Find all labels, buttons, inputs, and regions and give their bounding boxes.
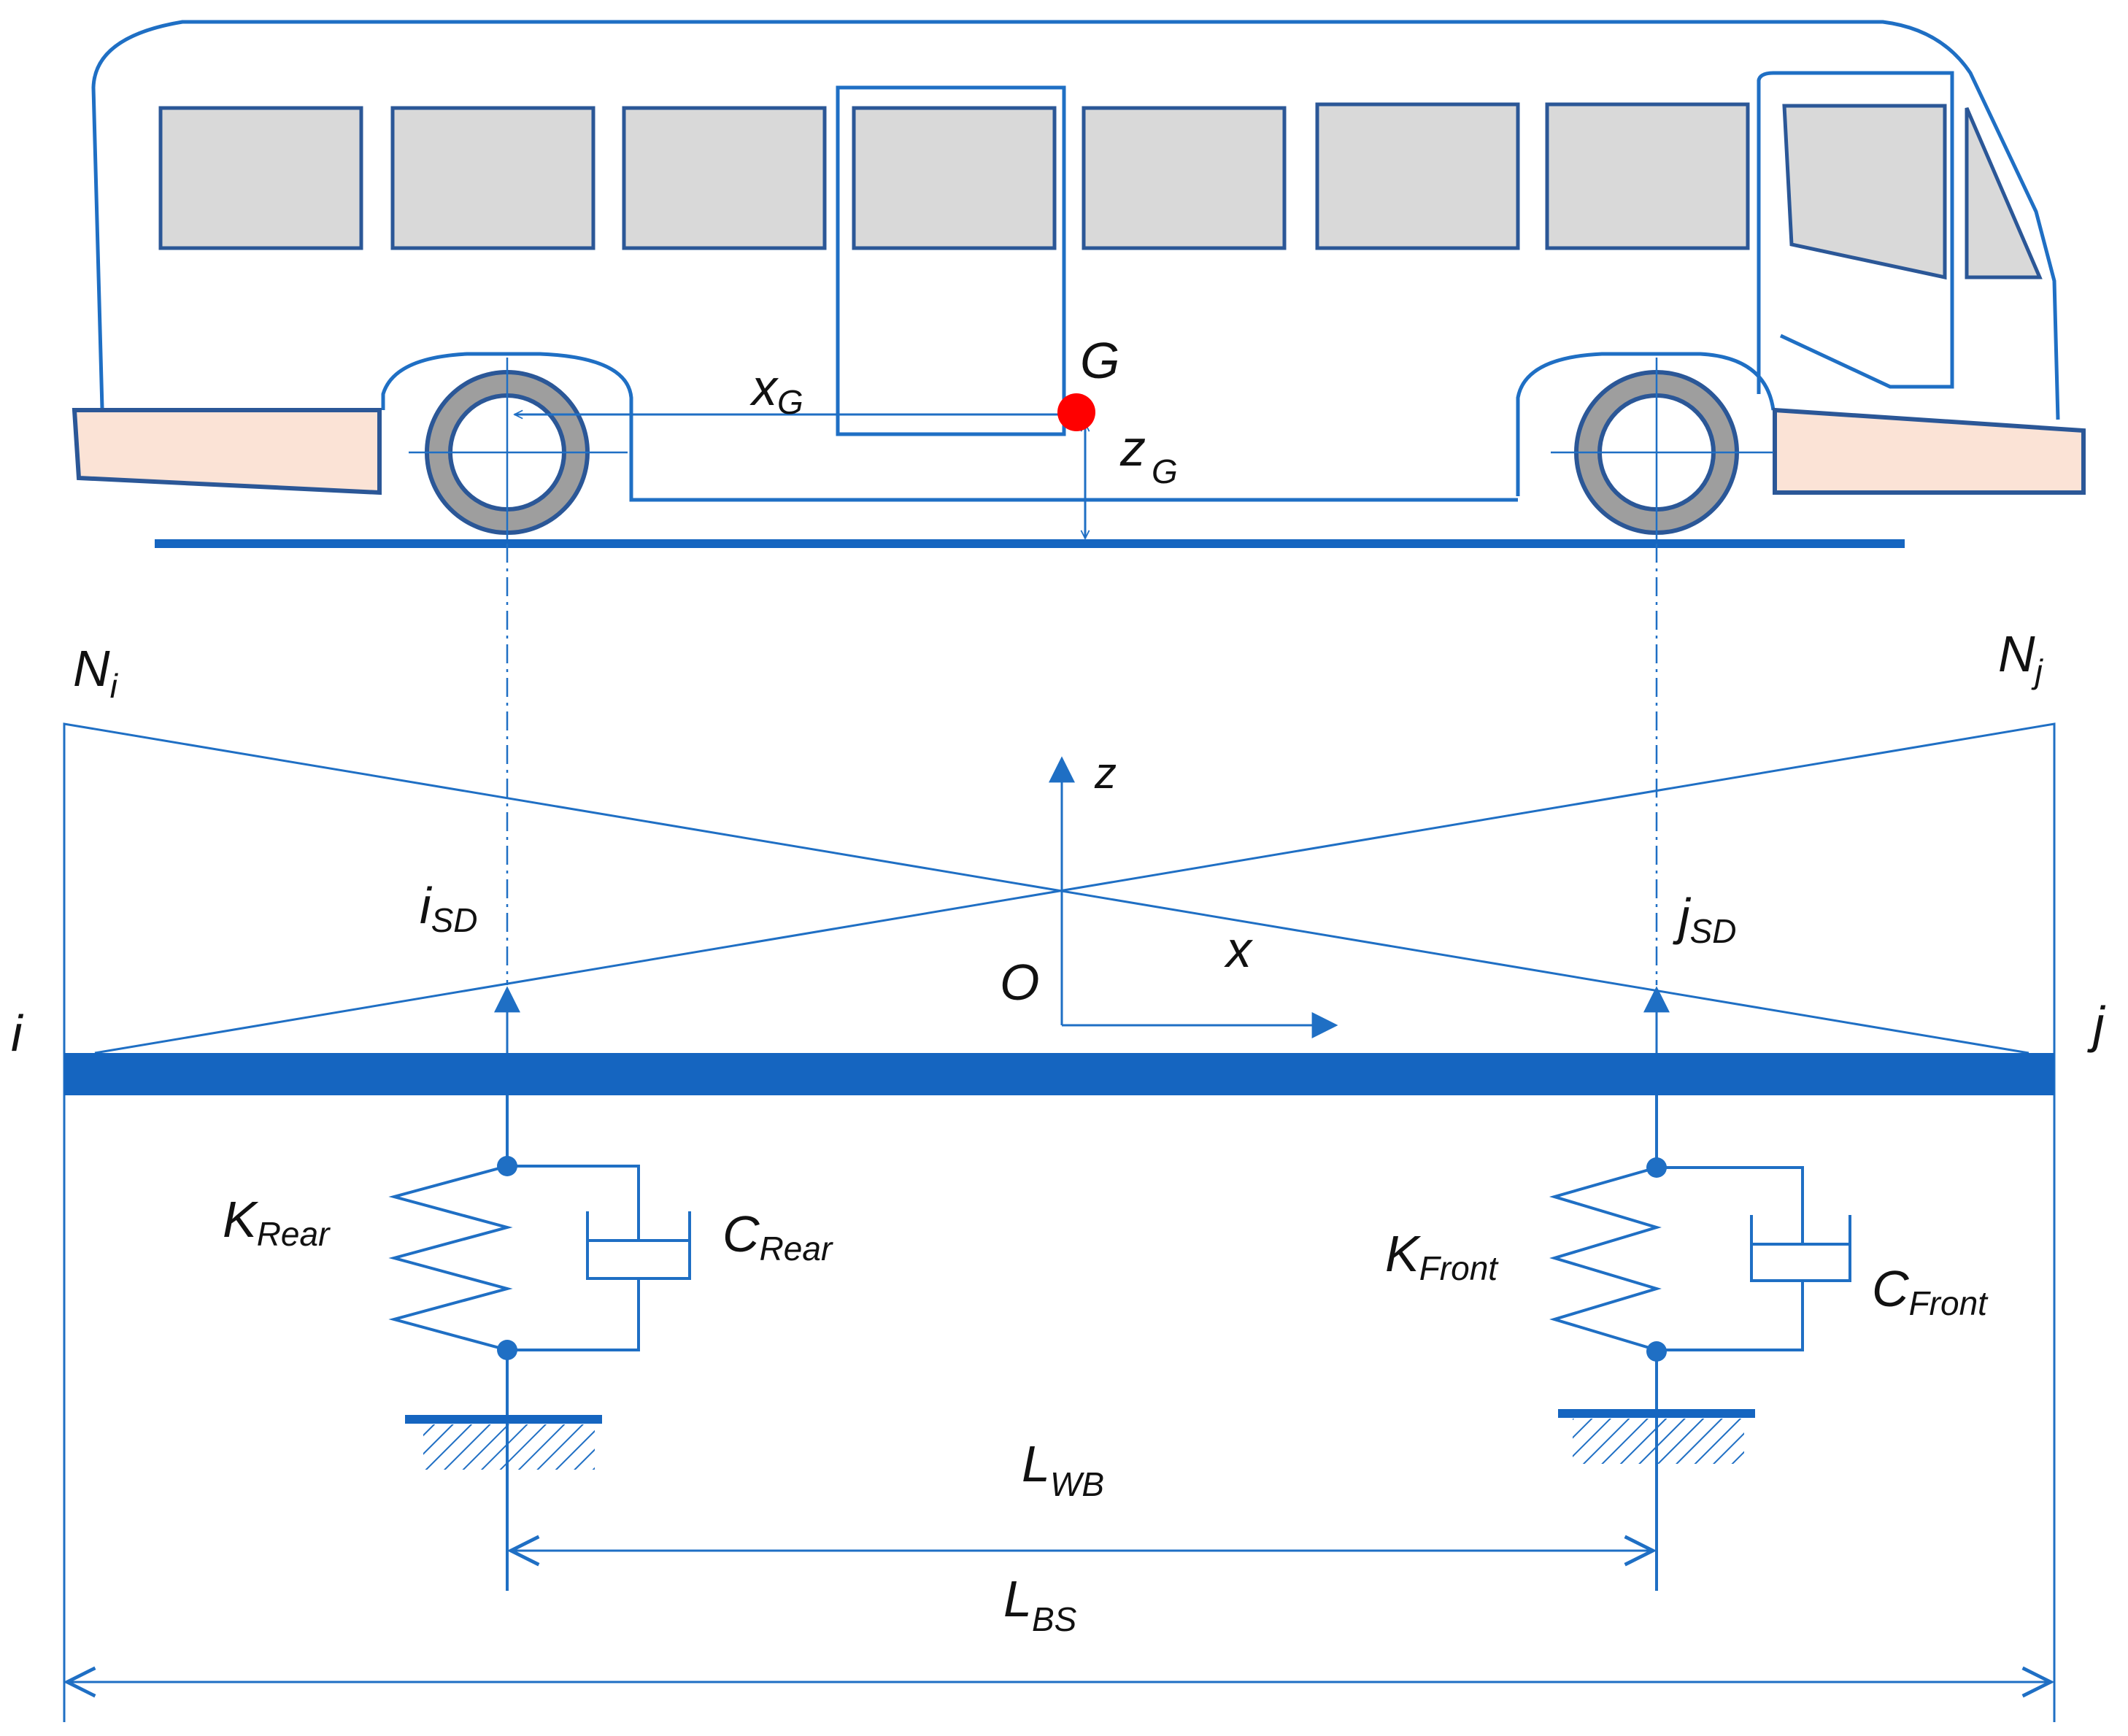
label-isd: iSD xyxy=(420,877,477,939)
label-node-i: i xyxy=(11,1005,24,1062)
window-1 xyxy=(158,106,363,250)
wheel-centerlines xyxy=(409,358,1773,544)
rear-bumper xyxy=(72,408,382,495)
bus-windows xyxy=(158,102,2043,280)
window-6 xyxy=(1315,102,1520,250)
label-c-rear: CRear xyxy=(722,1205,833,1268)
label-nj: Nj xyxy=(1998,625,2044,690)
rear-suspension xyxy=(388,1095,691,1591)
shape-function-nj xyxy=(94,722,2056,1722)
label-z-axis: z xyxy=(1094,749,1117,798)
label-ni: Ni xyxy=(73,640,119,705)
rear-damper xyxy=(507,1165,691,1351)
label-node-j: j xyxy=(2087,996,2106,1053)
window-5 xyxy=(1082,106,1287,250)
front-door-frame xyxy=(1757,71,1954,394)
label-x-axis: x xyxy=(1224,921,1254,978)
front-suspension xyxy=(1549,1095,1851,1591)
front-damper xyxy=(1657,1166,1851,1351)
label-xg: xG xyxy=(749,359,803,421)
label-k-rear: KRear xyxy=(223,1191,331,1253)
rear-spring xyxy=(388,1165,513,1351)
window-4 xyxy=(852,106,1057,250)
label-c-front: CFront xyxy=(1872,1260,1989,1322)
label-lwb: LWB xyxy=(1022,1435,1104,1503)
projection-lines xyxy=(506,544,1658,985)
window-2 xyxy=(390,106,595,250)
center-of-gravity xyxy=(1057,393,1095,431)
front-bumper xyxy=(1773,407,2086,495)
window-3 xyxy=(622,106,827,250)
window-front-door xyxy=(1782,104,1947,280)
beam xyxy=(64,1053,2054,1095)
passenger-door xyxy=(836,85,1066,436)
shape-function-ni xyxy=(63,722,2029,1722)
bus-body xyxy=(91,20,2060,502)
label-lbs: LBS xyxy=(1003,1570,1077,1638)
windshield xyxy=(1965,107,2043,279)
label-jsd: jSD xyxy=(1673,888,1736,950)
front-ground-hatch xyxy=(1573,1419,1744,1464)
label-g: G xyxy=(1080,332,1119,389)
shape-functions xyxy=(63,722,2056,1722)
rear-ground-hatch xyxy=(423,1424,595,1470)
label-k-front: KFront xyxy=(1385,1225,1499,1287)
label-origin: O xyxy=(1000,954,1039,1011)
window-7 xyxy=(1545,102,1750,250)
front-spring xyxy=(1549,1166,1662,1351)
